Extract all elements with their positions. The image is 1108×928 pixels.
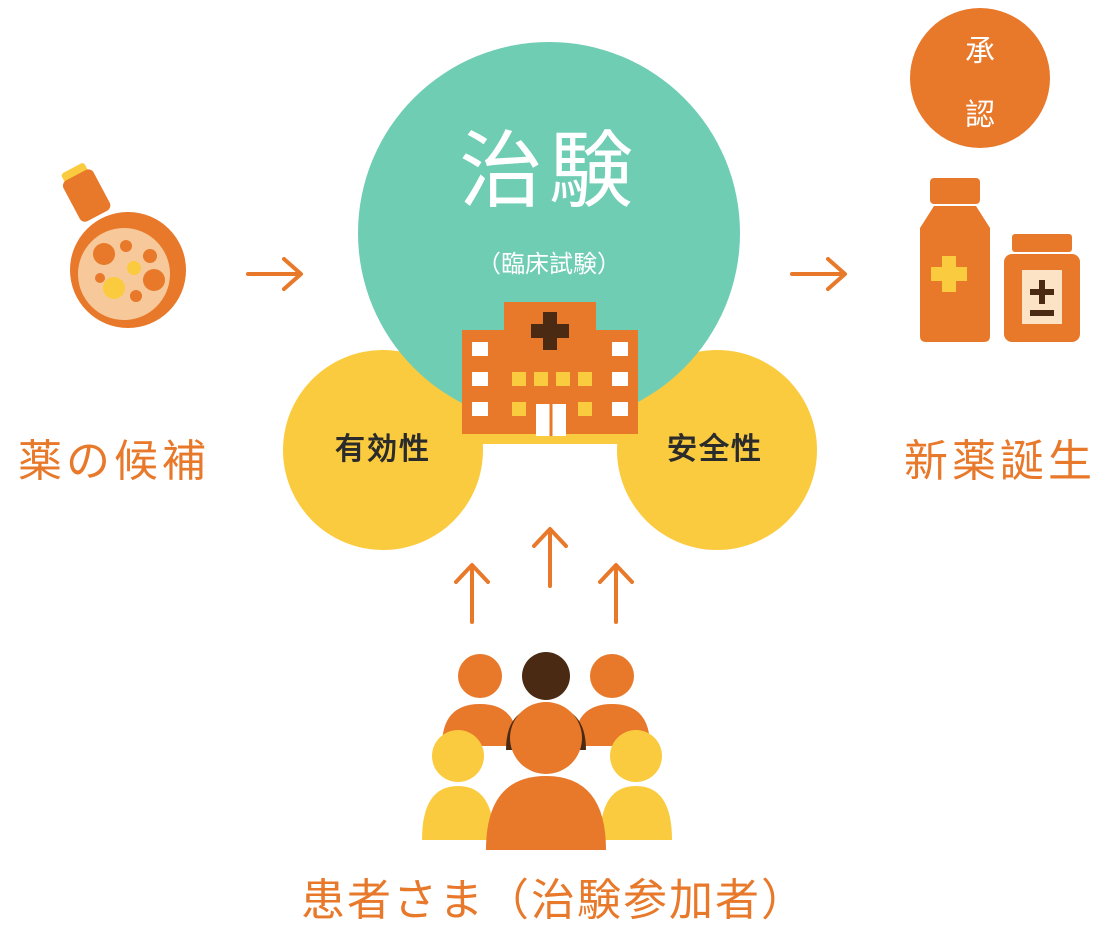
arrow-right-icon: [790, 257, 847, 291]
flask-icon: [61, 163, 186, 328]
arrow-right-icon: [246, 257, 303, 291]
patients-label: 患者さま（治験参加者）: [301, 875, 807, 926]
medicine-bottles-icon: [920, 178, 1080, 342]
approval-text-line2: 認: [965, 98, 995, 133]
trial-title: 治験: [458, 122, 639, 220]
candidate-label: 薬の候補: [18, 436, 210, 487]
new-drug-label: 新薬誕生: [904, 436, 1096, 487]
approval-badge: [910, 8, 1050, 148]
arrow-up-icon: [598, 563, 634, 624]
approval-text-line1: 承: [965, 34, 995, 69]
hospital-icon: [458, 302, 642, 444]
arrow-up-icon: [454, 563, 490, 624]
people-group-icon: [422, 652, 672, 850]
safety-label: 安全性: [667, 432, 763, 467]
arrow-up-icon: [532, 527, 568, 588]
efficacy-label: 有効性: [335, 432, 431, 467]
trial-subtitle: （臨床試験）: [477, 250, 621, 278]
